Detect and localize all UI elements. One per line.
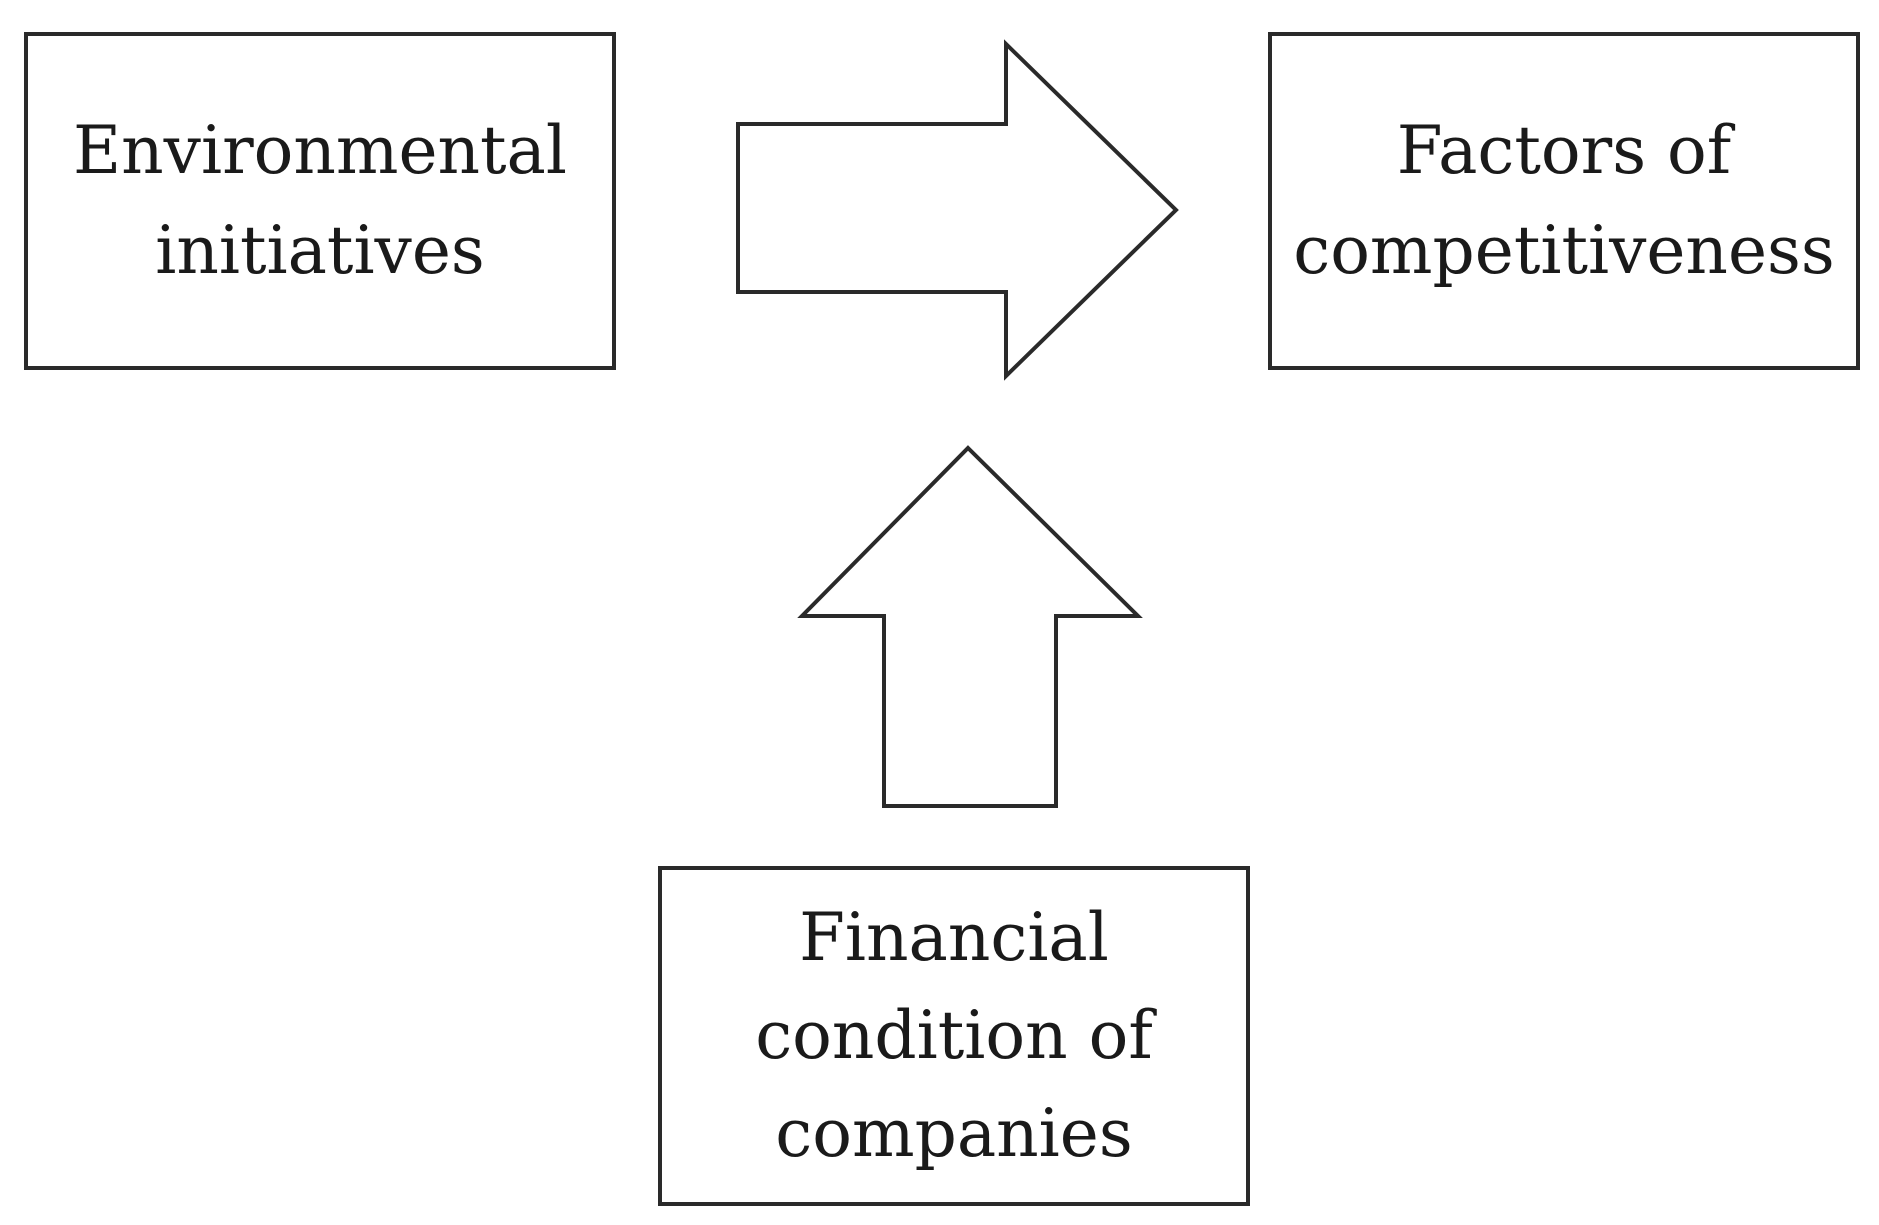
financial-condition-box: Financial condition of companies [658,866,1250,1206]
financial-condition-line-2: condition of [755,997,1153,1074]
environmental-initiatives-line-1: Environmental [72,112,567,189]
environmental-initiatives-line-2: initiatives [155,212,485,289]
up-block-arrow [797,445,1143,808]
factors-of-competitiveness-line-1: Factors of [1396,112,1732,189]
financial-condition-line-3: companies [775,1095,1133,1172]
financial-condition-line-1: Financial [799,899,1109,976]
right-block-arrow [736,39,1179,381]
factors-of-competitiveness-box: Factors of competitiveness [1268,32,1860,370]
factors-of-competitiveness-line-2: competitiveness [1293,212,1835,289]
environmental-initiatives-box: Environmental initiatives [24,32,616,370]
